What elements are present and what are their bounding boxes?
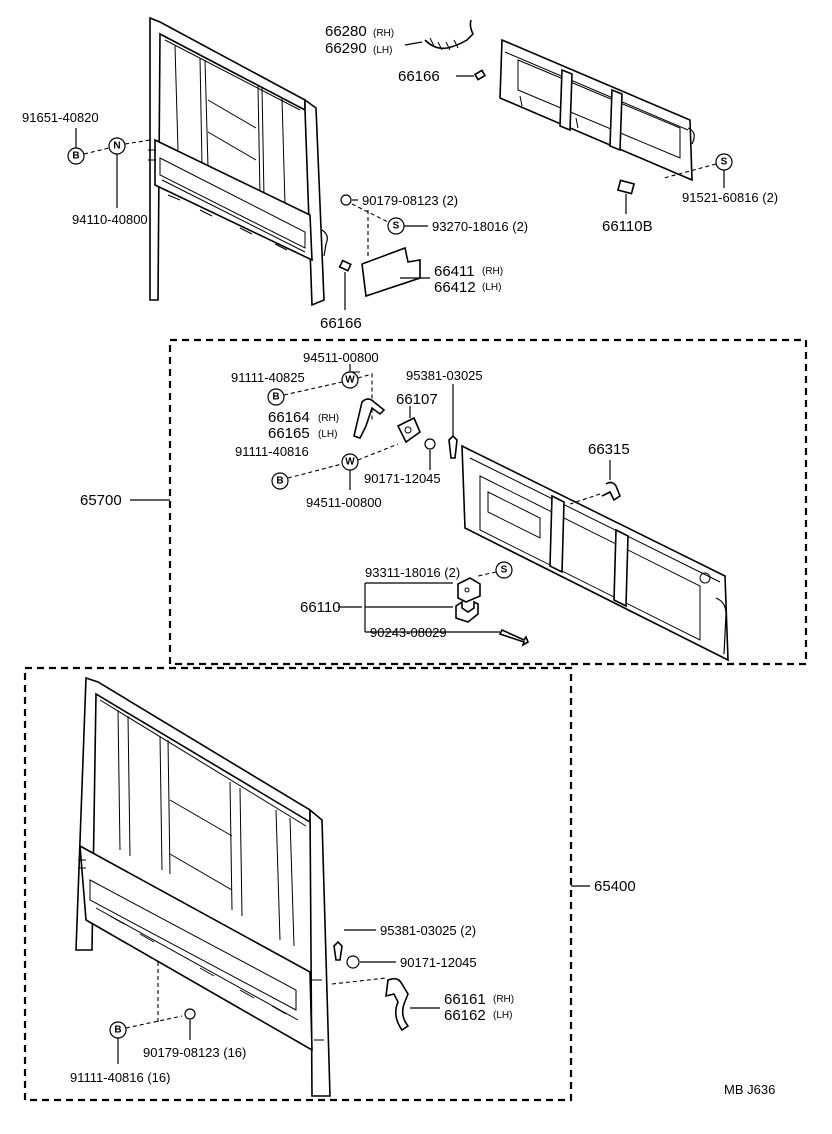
bolt-91111-40816-icon [271,472,289,490]
clip-66166-top-shape [473,69,487,81]
label-66107: 66107 [396,391,438,408]
bolt-symbol-letter: B [72,151,79,162]
bolt-91111-40825-letter: B [272,392,279,403]
label-90171-12045-a: 90171-12045 [364,471,441,486]
washer-94511-b-letter: W [345,457,355,468]
bolt-91111-40825-icon [267,388,285,406]
middle-tailgate [461,444,729,662]
latch-66107-shape [396,416,421,444]
label-66280-side: (RH) [373,28,394,39]
label-94110-40800: 94110-40800 [72,212,148,227]
nut-90179-16-icon [184,1008,196,1020]
bracket-66411-group: 90179-08123 (2) S 93270-18016 (2) 66411 … [320,193,528,332]
assembly-box-65700 [168,338,808,666]
nut-90179-icon [340,194,352,206]
handle-66164-shape [353,398,386,439]
label-91521-60816-2: 91521-60816 (2) [682,190,778,205]
hinge-66280-shape [424,19,474,50]
assembly-box-65400 [23,666,573,1102]
label-66315: 66315 [588,441,630,458]
label-66164: 66164 [268,409,310,426]
label-95381-03025-2: 95381-03025 (2) [380,923,476,938]
label-66166-low: 66166 [320,315,362,332]
pin-95381-a-shape [448,434,458,459]
label-91651-40820: 91651-40820 [22,110,99,125]
hook-66315-group: 66315 [569,441,630,505]
label-94511-00800-b: 94511-00800 [306,495,382,510]
striker-66110B-group: 66110B S 91521-60816 (2) [602,153,778,235]
hinge-66280-group: 66280 (RH) 66290 (LH) 66166 [325,19,487,85]
label-91111-40825: 91111-40825 [231,370,305,385]
nut-90171-a-icon [424,438,436,450]
nut-90171-b-icon [346,955,360,969]
label-66411: 66411 [434,263,475,280]
label-94511-00800-a: 94511-00800 [303,350,379,365]
handle-66161-shape [385,977,410,1032]
label-66110: 66110 [300,599,341,616]
bracket-66411-shape [361,246,421,298]
label-91111-40816: 91111-40816 [235,444,309,459]
label-66162-side: (LH) [493,1010,512,1021]
bracket-66110-group: 66110 93311-18016 (2) S 90243-08029 [300,561,529,647]
bolt-91111-40816-letter: B [276,476,283,487]
label-66411-side: (RH) [482,266,503,277]
label-66290: 66290 [325,40,367,57]
label-93311-18016-2: 93311-18016 (2) [365,565,460,580]
screw-93311-letter: S [501,565,508,576]
nut-symbol-letter: N [113,141,120,152]
pin-95381-b-shape [333,940,343,961]
upper-tailgate [499,38,695,182]
label-66165-side: (LH) [318,429,337,440]
diagram-code-footer: MB J636 [724,1082,775,1097]
label-66290-side: (LH) [373,45,392,56]
label-66162: 66162 [444,1007,486,1024]
clip-66166-low-shape [338,259,352,272]
label-90243-08029: 90243-08029 [370,625,447,640]
label-66412: 66412 [434,279,476,296]
label-66280: 66280 [325,23,367,40]
bracket-66110-lower-shape [455,600,479,623]
striker-66110B-shape [616,179,636,195]
label-66165: 66165 [268,425,310,442]
hook-66315-shape [601,481,621,502]
label-66161-side: (RH) [493,994,514,1005]
label-90171-12045-b: 90171-12045 [400,955,477,970]
pin-90243-shape [498,628,529,647]
lower-fastener-group: 95381-03025 (2) 90171-12045 66161 (RH) 6… [70,923,514,1085]
label-90179-08123-16: 90179-08123 (16) [143,1045,246,1060]
label-66164-side: (RH) [318,413,339,424]
label-93270-18016-2: 93270-18016 (2) [432,219,528,234]
bolt-91651-group: B N 91651-40820 94110-40800 [22,110,151,227]
screw-symbol-letter: S [393,221,400,232]
label-95381-03025-a: 95381-03025 [406,368,483,383]
washer-symbol-letter: W [345,375,355,386]
upper-headboard-frame [148,16,328,307]
label-65400: 65400 [594,878,636,895]
screw-91521-letter: S [721,157,728,168]
label-91111-40816-16: 91111-40816 (16) [70,1070,170,1085]
bolt-91111-40816-16-letter: B [114,1025,121,1036]
latch-66107-group: W 94511-00800 B 91111-40825 66164 (RH) 6… [231,350,483,510]
label-90179-08123-2: 90179-08123 (2) [362,193,458,208]
label-66166-top: 66166 [398,68,440,85]
label-66110B: 66110B [602,218,653,235]
screw-93311-icon [495,561,513,579]
label-66161: 66161 [444,991,486,1008]
label-65700: 65700 [80,492,122,509]
lower-headboard-frame [75,676,331,1097]
label-66412-side: (LH) [482,282,501,293]
